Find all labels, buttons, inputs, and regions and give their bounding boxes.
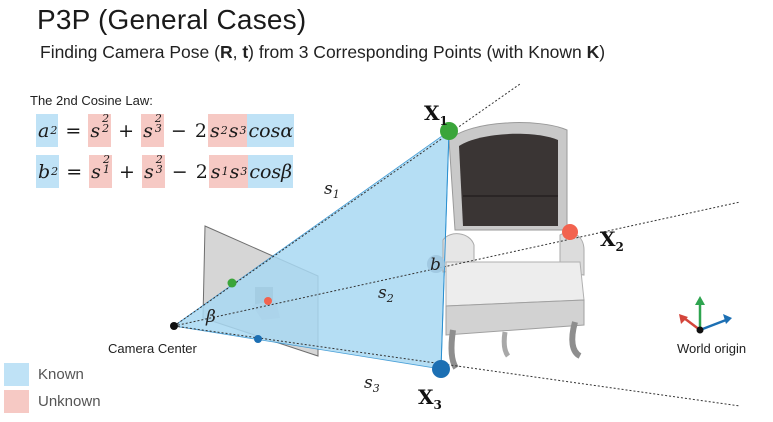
projected-x2-point — [264, 297, 272, 305]
camera-center-label: Camera Center — [108, 341, 197, 356]
x1-point — [440, 122, 458, 140]
side-b-marker — [427, 255, 445, 273]
world-origin-label: World origin — [677, 341, 747, 356]
x3-point — [432, 360, 450, 378]
ray-s2 — [173, 201, 741, 327]
s2-label: s2 — [378, 283, 394, 305]
projected-x3-point — [254, 335, 262, 343]
known-swatch — [4, 363, 29, 386]
eq1-cos: cosα — [247, 114, 295, 147]
camera-center-point — [170, 322, 178, 330]
eq2-cos: cosβ — [248, 155, 294, 188]
legend-unknown: Unknown — [4, 390, 101, 413]
x1-label: X1 — [424, 101, 448, 128]
world-axes-icon — [679, 296, 732, 334]
x2-label: X2 — [600, 227, 624, 254]
s1-label: s1 — [324, 179, 340, 201]
unknown-swatch — [4, 390, 29, 413]
legend-unknown-label: Unknown — [38, 393, 101, 410]
cosine-law-title: The 2nd Cosine Law: — [30, 93, 153, 108]
armchair-icon — [442, 122, 585, 370]
side-b-label: b — [430, 255, 441, 275]
slide-title: P3P (General Cases) — [37, 4, 307, 35]
ray-s3 — [173, 325, 741, 407]
x2-point — [562, 224, 578, 240]
projected-x1-point — [227, 278, 237, 288]
side-b — [440, 130, 450, 370]
legend-known: Known — [4, 363, 84, 386]
s3-label: s3 — [364, 373, 380, 395]
slide-subtitle: Finding Camera Pose (R, t) from 3 Corres… — [40, 42, 606, 62]
angle-beta-label: β — [205, 307, 216, 327]
x3-label: X3 — [418, 385, 442, 412]
legend-known-label: Known — [38, 366, 84, 383]
